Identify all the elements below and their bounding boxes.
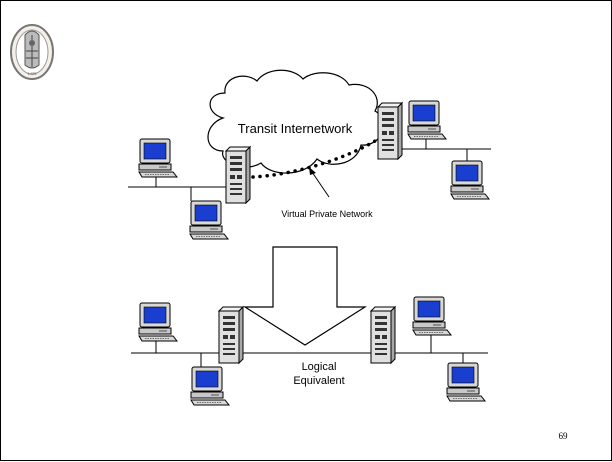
top-right-pc-1: [407, 100, 447, 140]
bottom-left-server: [218, 306, 244, 364]
university-seal-icon: 1425: [10, 24, 54, 80]
top-left-pc-2: [189, 200, 229, 240]
page-number: 69: [559, 431, 569, 441]
top-right-pc-2: [450, 160, 490, 200]
bottom-right-server: [370, 306, 396, 364]
logical-label-line2: Equivalent: [293, 375, 344, 387]
bottom-left-pc-1: [138, 302, 178, 342]
top-left-server: [225, 146, 251, 204]
seal-year: 1425: [28, 71, 38, 76]
top-right-server: [377, 102, 403, 160]
bottom-left-pc-2: [190, 366, 230, 406]
vpn-tunnel: [251, 139, 377, 179]
vpn-label: Virtual Private Network: [281, 209, 373, 219]
bottom-right-pc-1: [412, 296, 452, 336]
top-left-pc-1: [138, 138, 178, 178]
bottom-right-pc-2: [446, 362, 486, 402]
logical-label-line1: Logical: [302, 361, 337, 373]
cloud-label: Transit Internetwork: [238, 121, 353, 136]
logical-equivalent-arrow: [242, 246, 368, 346]
